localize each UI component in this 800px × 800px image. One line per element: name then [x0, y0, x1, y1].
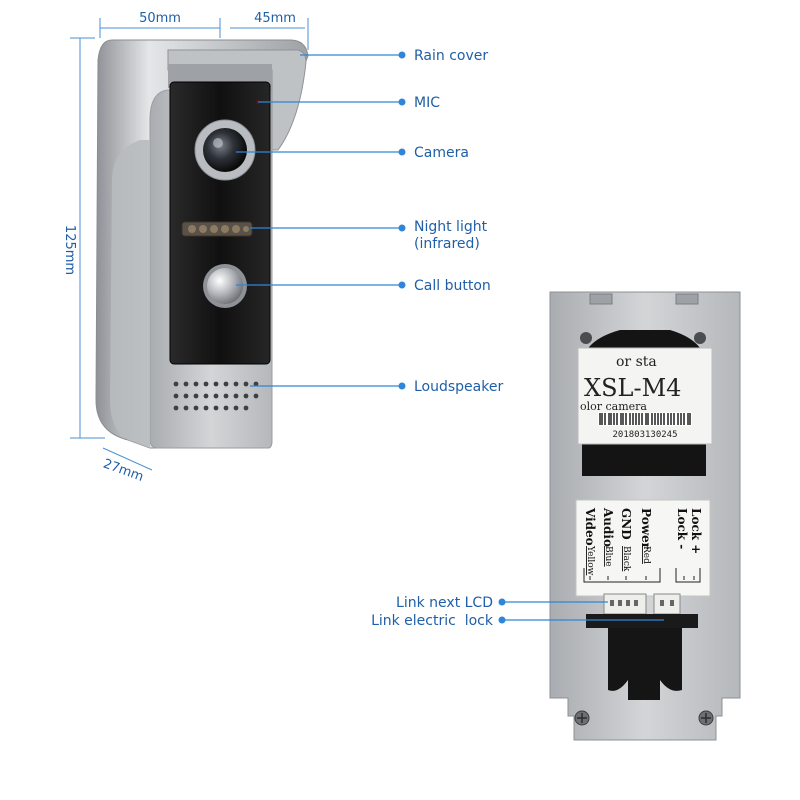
cable-channel — [608, 628, 682, 700]
callout-night-light-infrared: (infrared) — [414, 236, 480, 252]
connector-lock-pins — [660, 600, 674, 606]
terminal-names: Video Audio GND Power Lock - Lock + — [583, 507, 703, 554]
callout-link-next-lcd: Link next LCD — [396, 595, 493, 611]
front-doorbell-unit — [95, 39, 309, 449]
callout-dot-mic — [398, 98, 406, 106]
callout-dot-next-lcd — [498, 598, 506, 606]
sticker-top-line: or sta — [616, 354, 657, 370]
terminal-lock-minus: Lock - — [675, 508, 689, 549]
dim-height-label: 125mm — [62, 225, 77, 275]
speaker-grille — [173, 381, 259, 411]
top-clip-right — [675, 293, 699, 305]
terminal-gnd: GND — [619, 508, 633, 540]
wire-color-yellow: Yellow — [585, 545, 595, 576]
dim-depth-bottom-line — [102, 447, 153, 471]
front-callouts: Rain cover MIC Camera Night light (infra… — [236, 48, 503, 395]
terminal-video: Video — [583, 507, 597, 546]
terminal-brackets — [583, 568, 701, 583]
screw-left-slot — [577, 713, 587, 723]
dim-depth-bottom-label: 27mm — [101, 457, 145, 485]
callout-dot-call-button — [398, 281, 406, 289]
terminal-lock-plus: Lock + — [689, 508, 703, 554]
sticker-serial: 201803130245 — [612, 430, 677, 440]
callout-night-light: Night light — [414, 219, 488, 235]
callout-camera: Camera — [414, 145, 469, 161]
wire-color-blue: Blue — [603, 546, 613, 567]
callout-dot-night-light — [398, 224, 406, 232]
call-button — [207, 268, 243, 304]
back-unit: or sta XSL-M4 olor camera 201803130245 V… — [549, 291, 741, 741]
wire-color-red: Red — [641, 546, 651, 564]
callout-dot-electric-lock — [498, 616, 506, 624]
callout-dot-loudspeaker — [398, 382, 406, 390]
callout-loudspeaker: Loudspeaker — [414, 379, 503, 395]
model-sticker — [577, 347, 713, 445]
wire-colors: Yellow Blue Black Red — [585, 545, 651, 576]
mount-hole-tl — [580, 332, 592, 344]
back-callouts: Link next LCD Link electric lock — [371, 595, 664, 629]
housing-side — [110, 140, 150, 448]
callout-call-button: Call button — [414, 278, 491, 294]
callout-link-electric-lock: Link electric lock — [371, 613, 494, 629]
wire-color-black: Black — [621, 546, 631, 572]
screw-right-slot — [701, 713, 711, 723]
dim-width-label: 50mm — [139, 11, 181, 26]
barcode — [598, 412, 692, 426]
connector-next-lcd-pins — [610, 600, 638, 606]
pcb-edge — [586, 614, 698, 628]
top-clip-left — [589, 293, 613, 305]
sticker-subtitle: olor camera — [580, 400, 647, 413]
sticker-model: XSL-M4 — [584, 374, 681, 402]
callout-rain-cover: Rain cover — [414, 48, 488, 64]
terminal-audio: Audio — [601, 507, 615, 547]
connector-electric-lock — [653, 593, 681, 615]
dim-depth-top-label: 45mm — [254, 11, 296, 26]
callout-dot-camera — [398, 148, 406, 156]
callout-mic: MIC — [414, 95, 440, 111]
camera-lens — [203, 128, 247, 172]
wiring-sticker — [575, 499, 711, 597]
mount-hole-tr — [694, 332, 706, 344]
infrared-leds — [188, 225, 249, 233]
callout-dot-rain-cover — [398, 51, 406, 59]
terminal-power: Power — [639, 508, 653, 550]
camera-lens-highlight — [213, 138, 223, 148]
